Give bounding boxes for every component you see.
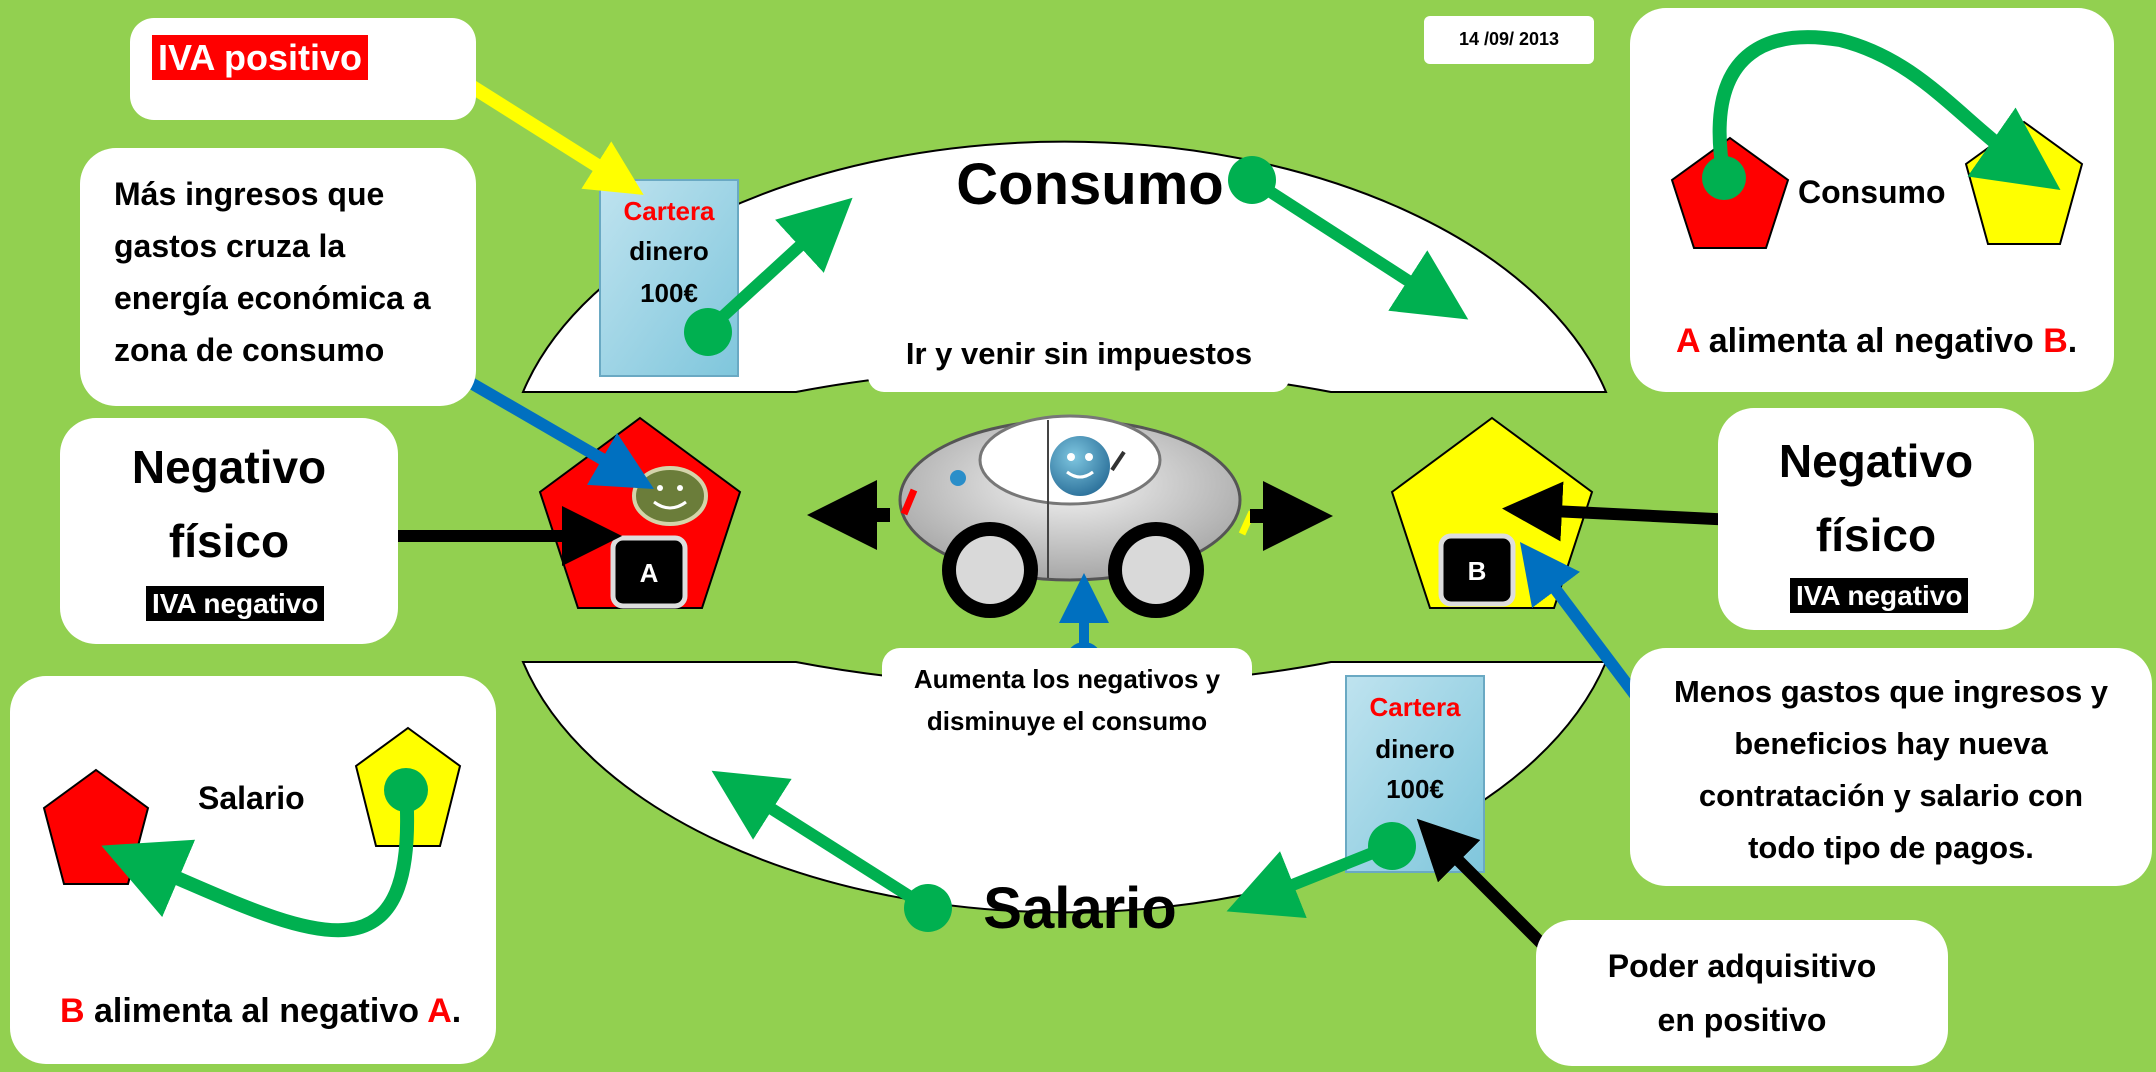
- info-line: contratación y salario con: [1698, 778, 2084, 813]
- legend-top-end: .: [2067, 322, 2078, 360]
- poder-box: Poder adquisitivo en positivo: [1536, 920, 1948, 1066]
- wallet-line: dinero: [1375, 734, 1455, 764]
- legend-bottom-sentence: B alimenta al negativo A.: [60, 994, 461, 1028]
- iva-positivo-label: IVA positivo: [152, 35, 369, 80]
- smiley-icon: [632, 466, 708, 526]
- pentagon-icon: [42, 768, 150, 885]
- fisico-label: físico: [168, 515, 290, 567]
- info-box-left-top: Más ingresos que gastos cruza la energía…: [80, 148, 476, 406]
- aumenta-line: Aumenta los negativos y: [913, 664, 1221, 694]
- legend-bottom-mid: alimenta al negativo: [84, 992, 428, 1030]
- wallet-line: dinero: [629, 236, 709, 266]
- negativo-fisico-left-box: Negativo físico IVA negativo: [60, 418, 398, 644]
- info-box-right: Menos gastos que ingresos y beneficios h…: [1630, 648, 2152, 886]
- wallet-line: 100€: [640, 278, 698, 308]
- iva-negativo-label: IVA negativo: [146, 586, 325, 621]
- info-line: zona de consumo: [114, 332, 385, 368]
- info-line: energía económica a: [114, 280, 431, 316]
- legend-bottom-end: .: [451, 992, 462, 1030]
- negativo-fisico-right-box: Negativo físico IVA negativo: [1718, 408, 2034, 630]
- wallet-title: Cartera: [623, 196, 715, 226]
- car-icon: [898, 414, 1256, 618]
- iva-positivo-box: IVA positivo: [130, 18, 476, 120]
- legend-top-b: B: [2043, 322, 2068, 360]
- iva-negativo-label: IVA negativo: [1790, 578, 1969, 613]
- fisico-label: físico: [1815, 509, 1937, 561]
- legend-bottom-label: Salario: [198, 780, 305, 816]
- negativo-label: Negativo: [131, 441, 327, 493]
- node-a-label: A: [639, 558, 659, 588]
- info-line: gastos cruza la: [114, 228, 346, 264]
- info-line: Más ingresos que: [114, 176, 385, 212]
- poder-line: en positivo: [1657, 1002, 1827, 1038]
- salario-title: Salario: [983, 876, 1177, 941]
- legend-top-sentence: A alimenta al negativo B.: [1676, 324, 2077, 358]
- poder-line: Poder adquisitivo: [1607, 948, 1877, 984]
- date-box: 14 /09/ 2013: [1424, 16, 1594, 64]
- info-line: Menos gastos que ingresos y: [1673, 674, 2109, 709]
- ir-y-venir-text: Ir y venir sin impuestos: [905, 336, 1253, 371]
- legend-bottom-b: B: [60, 992, 85, 1030]
- consumo-title: Consumo: [956, 152, 1224, 217]
- date-text: 14 /09/ 2013: [1458, 29, 1560, 49]
- info-line: todo tipo de pagos.: [1748, 830, 2034, 865]
- wallet-line: 100€: [1386, 774, 1444, 804]
- aumenta-line: disminuye el consumo: [926, 706, 1208, 736]
- negativo-label: Negativo: [1778, 435, 1974, 487]
- aumenta-box: Aumenta los negativos y disminuye el con…: [882, 648, 1252, 766]
- node-b-box: [1438, 533, 1516, 607]
- node-a-box: [610, 535, 688, 609]
- info-line: beneficios hay nueva: [1734, 726, 2048, 761]
- legend-top-mid: alimenta al negativo: [1699, 322, 2044, 360]
- legend-top-label: Consumo: [1798, 174, 1946, 210]
- legend-top-a: A: [1676, 322, 1700, 360]
- legend-bottom-a: A: [427, 992, 452, 1030]
- node-b-label: B: [1467, 556, 1487, 586]
- wallet-title: Cartera: [1369, 692, 1461, 722]
- ir-y-venir-box: Ir y venir sin impuestos: [868, 316, 1290, 392]
